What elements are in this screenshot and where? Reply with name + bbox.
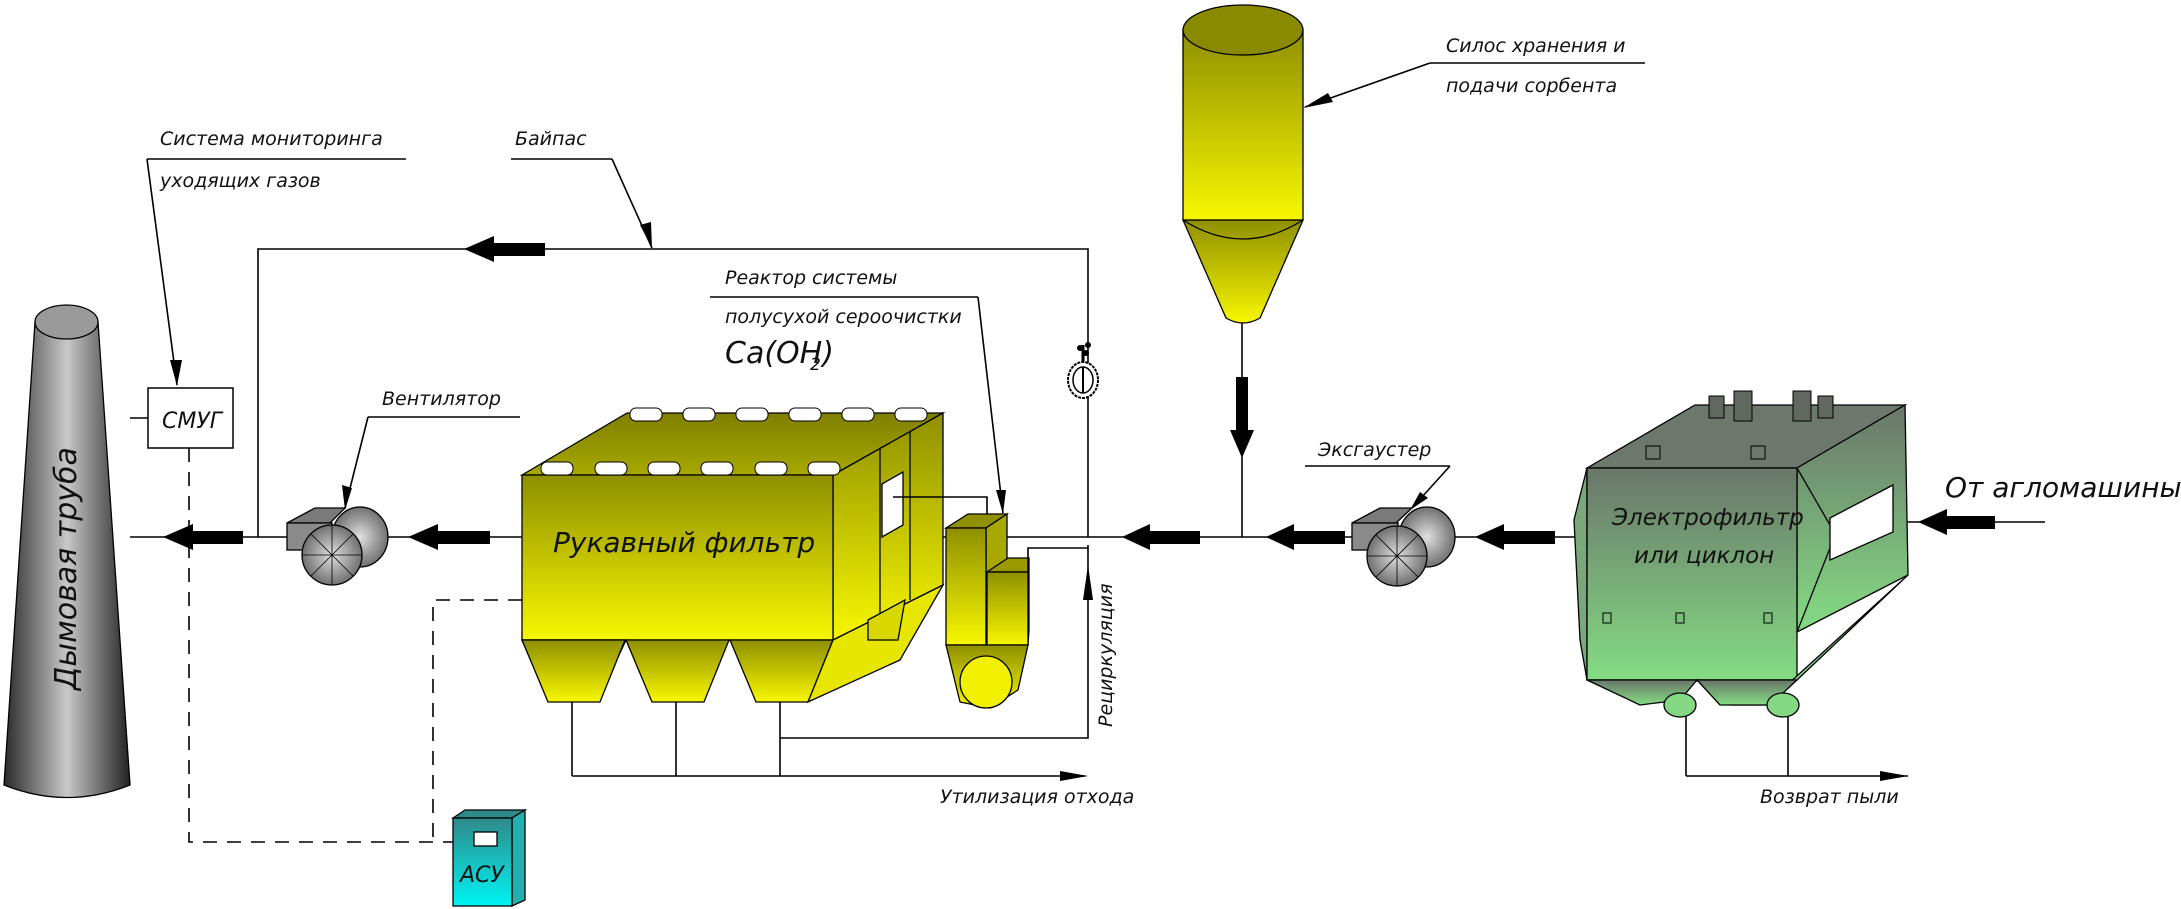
electrofilter-label-line2: или циклон <box>1634 543 1774 569</box>
reactor-callout: Реактор системы полусухой сероочистки Ca… <box>710 267 1006 514</box>
bypass-callout: Байпас <box>511 128 653 249</box>
sorbent-feed-line <box>1230 323 1254 537</box>
silo-callout: Силос хранения и подачи сорбента <box>1303 35 1645 108</box>
smug-box[interactable]: СМУГ <box>147 387 234 449</box>
baghouse-label: Рукавный фильтр <box>553 526 815 559</box>
silo-label-line2: подачи сорбента <box>1446 75 1617 97</box>
reactor-label-line1: Реактор системы <box>725 267 897 289</box>
flow-arrow-icon <box>163 524 243 550</box>
waste-arrow-icon <box>1060 771 1088 781</box>
silo-label-line1: Силос хранения и <box>1446 35 1626 57</box>
electrofilter-label-line1: Электрофильтр <box>1611 505 1804 531</box>
monitoring-label-line1: Система мониторинга <box>160 128 383 150</box>
electrofilter <box>1573 390 1909 718</box>
fan-icon <box>286 506 389 586</box>
chimney-stack <box>3 304 131 799</box>
flow-arrow-icon <box>1266 524 1345 550</box>
monitoring-callout: Система мониторинга уходящих газов <box>146 128 406 386</box>
sulfur-cleaning-reactor <box>943 512 1088 709</box>
acs-control-cabinet[interactable]: АСУ <box>450 808 528 908</box>
flow-arrows <box>163 236 1995 550</box>
acs-label: АСУ <box>458 863 505 888</box>
flow-arrow-icon <box>1918 509 1995 535</box>
fan-label: Вентилятор <box>382 388 501 410</box>
dust-return-label: Возврат пыли <box>1760 786 1899 808</box>
sorbent-flow-arrow-icon <box>1230 430 1254 458</box>
flow-arrow-icon <box>464 236 545 262</box>
reactor-label-line2: полусухой сероочистки <box>725 306 962 328</box>
sorbent-silo <box>1182 4 1304 324</box>
butterfly-valve-icon[interactable] <box>1067 342 1099 399</box>
flow-arrow-icon <box>1475 524 1555 550</box>
recirculation-arrow-icon <box>1083 565 1093 600</box>
recirculation-label: Рециркуляция <box>1095 584 1117 728</box>
control-signal-lines <box>130 417 522 843</box>
exhauster-fan-icon <box>1351 506 1456 587</box>
monitoring-label-line2: уходящих газов <box>159 170 321 192</box>
reactor-formula-subscript: 2 <box>810 355 821 375</box>
exhauster-callout: Эксгаустер <box>1305 439 1451 510</box>
flow-arrow-icon <box>408 524 490 550</box>
dust-return-arrow-icon <box>1880 771 1908 781</box>
baghouse-filter <box>519 407 946 704</box>
waste-utilization-lines <box>571 702 1088 781</box>
fan-callout: Вентилятор <box>342 388 520 510</box>
reactor-formula: Ca(OH) <box>725 336 834 371</box>
dust-return-lines <box>1685 705 1908 781</box>
waste-utilization-label: Утилизация отхода <box>940 786 1134 808</box>
from-sinter-label: От агломашины <box>1945 471 2181 504</box>
smug-label: СМУГ <box>162 409 224 434</box>
flow-arrow-icon <box>1122 524 1200 550</box>
stack-label: Дымовая труба <box>49 447 84 692</box>
recirculation-duct <box>780 545 1093 739</box>
exhauster-label: Эксгаустер <box>1317 439 1431 461</box>
bypass-label: Байпас <box>515 128 587 150</box>
